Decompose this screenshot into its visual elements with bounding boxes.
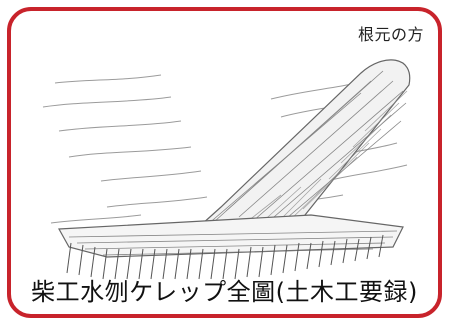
- figure-caption: 柴工水刎ケレップ全圖(土木工要録): [31, 278, 418, 306]
- label-root-side: 根元の方: [357, 25, 424, 44]
- fascine-main-body: [199, 59, 411, 226]
- fascine-base-mat: [58, 214, 404, 280]
- figure-frame: 根元の方 柴工水刎ケレップ全圖(土木工要録): [7, 7, 442, 318]
- kerepp-illustration: [42, 59, 411, 280]
